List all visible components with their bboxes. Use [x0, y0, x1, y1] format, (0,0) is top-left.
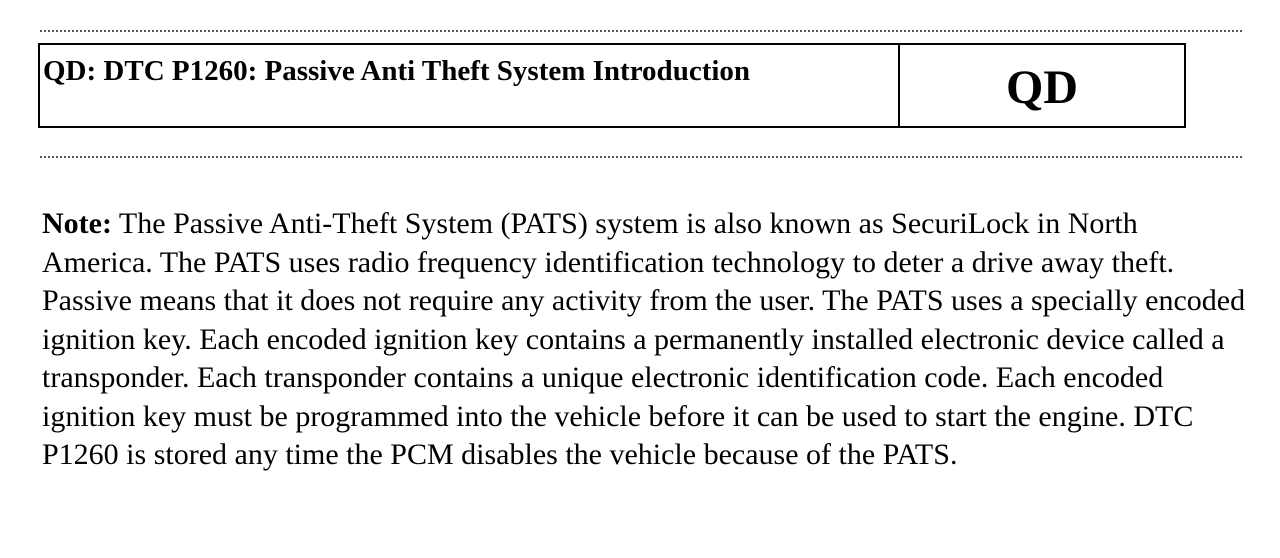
note-label: Note:: [42, 207, 112, 240]
page-title: QD: DTC P1260: Passive Anti Theft System…: [40, 45, 900, 126]
note-text: The Passive Anti-Theft System (PATS) sys…: [42, 207, 1246, 471]
note-paragraph: Note: The Passive Anti-Theft System (PAT…: [42, 205, 1247, 475]
top-dotted-rule: [40, 30, 1242, 32]
bottom-dotted-rule: [40, 156, 1242, 158]
section-code: QD: [1006, 61, 1078, 114]
header-table: QD: DTC P1260: Passive Anti Theft System…: [38, 43, 1186, 128]
